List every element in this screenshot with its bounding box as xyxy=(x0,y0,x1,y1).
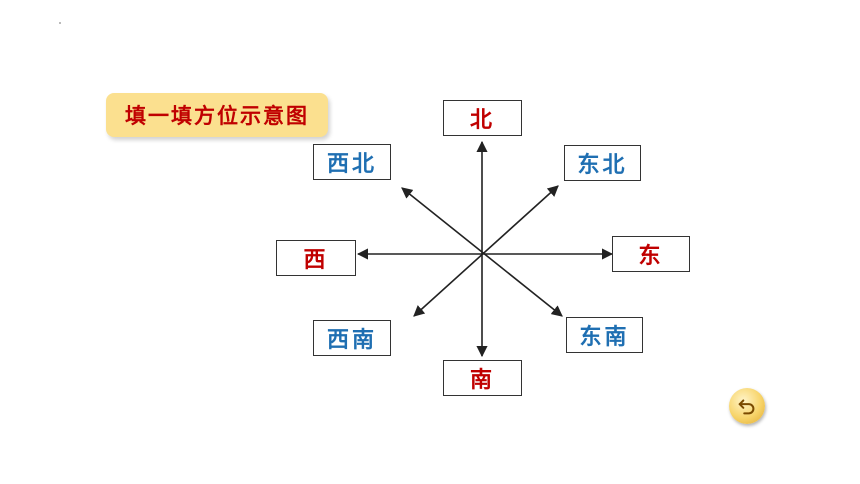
east-label: 东 xyxy=(612,236,690,272)
north-label: 北 xyxy=(443,100,522,136)
northeast-label: 东北 xyxy=(564,145,641,181)
northwest-southeast-arrow xyxy=(401,187,563,317)
decorative-dot xyxy=(59,22,61,24)
southwest-label: 西南 xyxy=(313,320,391,356)
northwest-label: 西北 xyxy=(313,144,391,180)
back-button[interactable] xyxy=(729,388,765,424)
south-label: 南 xyxy=(443,360,522,396)
undo-arrow-icon xyxy=(738,399,755,415)
west-label: 西 xyxy=(276,240,356,276)
southeast-label: 东南 xyxy=(566,317,643,353)
page-title: 填一填方位示意图 xyxy=(106,93,328,137)
